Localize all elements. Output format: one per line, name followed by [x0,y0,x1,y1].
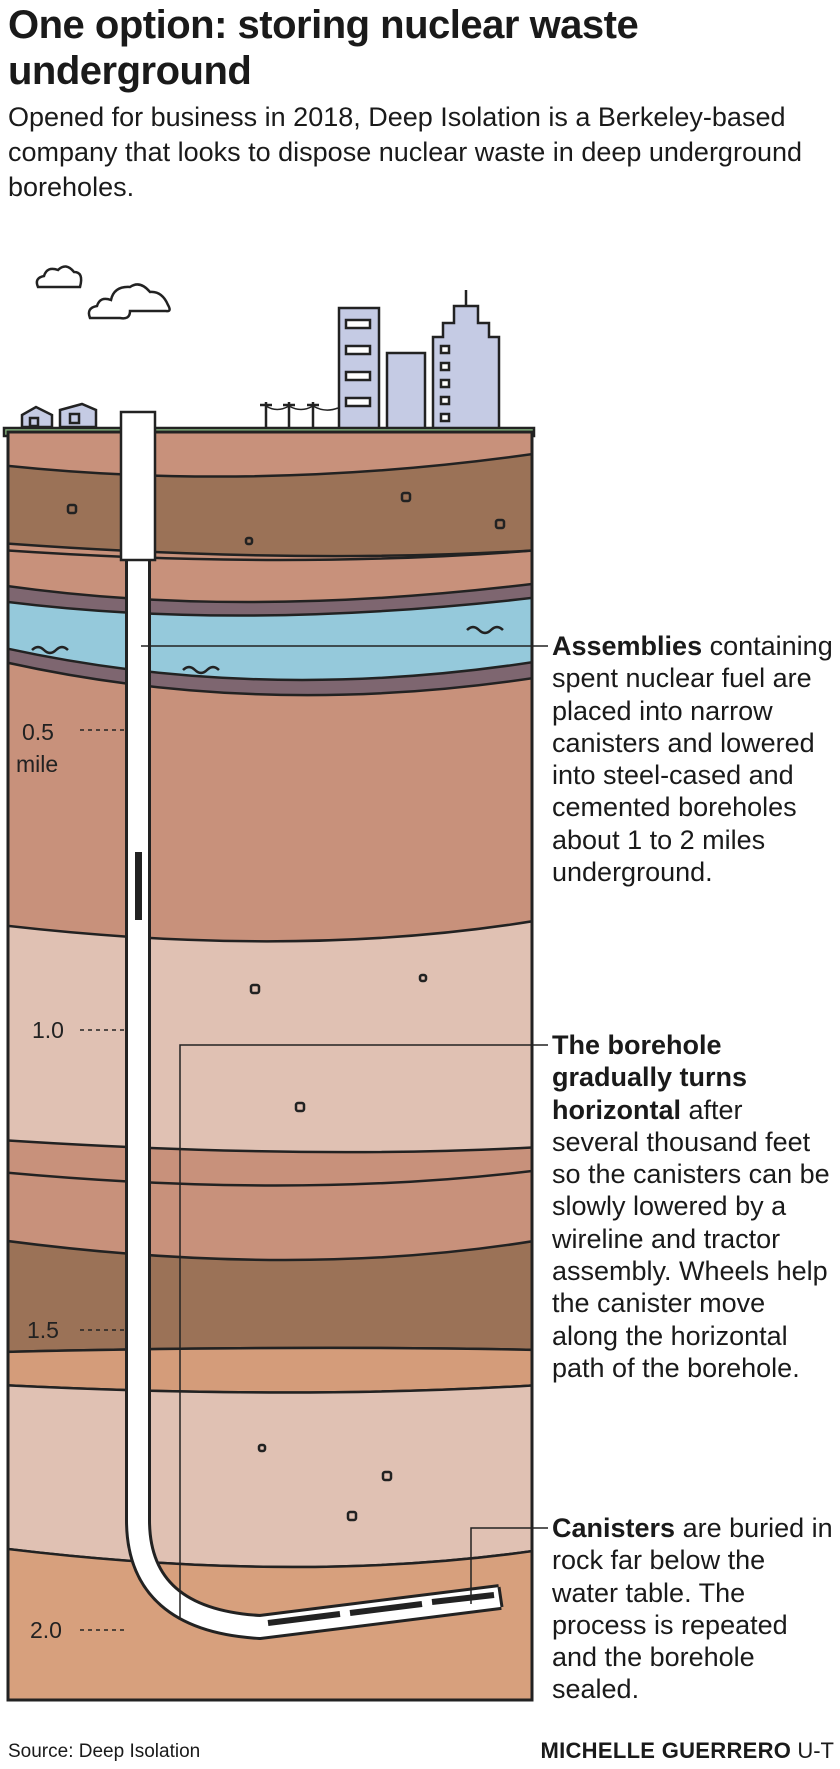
building-icon [431,290,501,431]
borehole-interior [128,560,502,1638]
pebble-icon [66,491,506,1522]
building-icon [337,306,381,431]
leader-line [141,645,548,1620]
depth-label-0-5: 0.5 [22,719,54,745]
canister-descending [135,852,142,920]
depth-label-2-0: 2.0 [30,1617,62,1643]
note-borehole-lead: The borehole gradually turns horizontal [552,1030,748,1125]
depth-label-1-0: 1.0 [32,1017,64,1043]
note-canisters-lead: Canisters [552,1513,676,1543]
house-icon [20,405,54,429]
rock-layer [8,1346,532,1394]
subtitle: Opened for business in 2018, Deep Isolat… [8,102,803,202]
cloud-icon [87,283,171,320]
source-line: Source: Deep Isolation [8,1741,201,1762]
credit-name: MICHELLE GUERRERO [540,1738,792,1763]
note-borehole: The borehole gradually turns horizontal … [552,1029,837,1384]
rock-layer [8,1384,532,1569]
water-wave-icon [31,625,504,675]
credit-org: U-T [797,1738,834,1763]
note-canisters-body: are buried in rock far below the water t… [552,1513,833,1705]
wellhead [119,410,157,562]
house-icon [58,402,98,429]
depth-tick [80,729,128,1631]
cloud-icon [35,265,83,289]
building-icon [385,351,427,431]
title: One option: storing nuclear waste underg… [8,3,639,93]
depth-label-unit: mile [16,751,59,777]
cross-section-frame [6,430,534,1702]
note-canisters: Canisters are buried in rock far below t… [552,1512,837,1706]
rock-layer [8,920,532,1154]
depth-label-1-5: 1.5 [27,1317,59,1343]
note-assemblies-lead: Assemblies [552,631,703,661]
note-assemblies: Assemblies containing spent nuclear fuel… [552,630,837,888]
canisters-horizontal [267,1592,495,1626]
credit-line: MICHELLE GUERRERO U-T [540,1738,834,1764]
note-borehole-body: after several thousand feet so the canis… [552,1094,830,1383]
note-assemblies-body: containing spent nuclear fuel are placed… [552,631,833,888]
power-pole-icon [260,402,339,429]
